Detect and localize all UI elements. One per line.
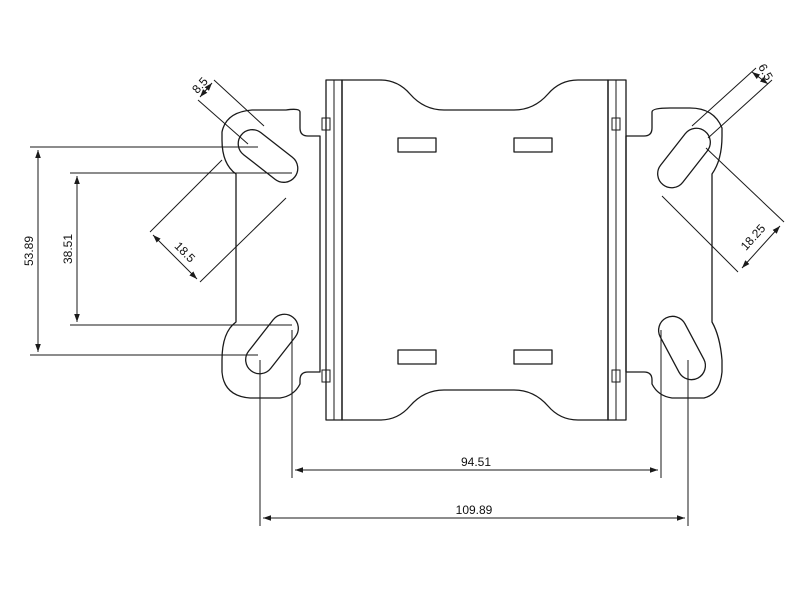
- dimension-left-slot-width: 8.5: [189, 74, 265, 145]
- right-top-slot: [657, 127, 711, 189]
- right-rail: [607, 79, 627, 421]
- center-plate: [321, 79, 627, 421]
- right-bracket-plate: [625, 107, 723, 399]
- dim-text-outer-horizontal: 109.89: [456, 503, 493, 517]
- right-bottom-slot: [657, 315, 707, 381]
- dim-text-inner-horizontal: 94.51: [461, 455, 491, 469]
- center-slot-bl: [397, 349, 437, 365]
- dim-text-right-slot-length: 18.25: [738, 221, 769, 253]
- dim-text-outer-vertical: 53.89: [22, 236, 36, 266]
- dimension-outer-horizontal: 109.89: [259, 360, 689, 526]
- dimension-right-slot-width: 6.5: [691, 61, 776, 139]
- dimension-outer-vertical: 53.89: [22, 146, 258, 356]
- center-slot-br: [513, 349, 553, 365]
- dimension-inner-horizontal: 94.51: [291, 330, 662, 478]
- dim-text-right-slot-width: 6.5: [755, 61, 776, 83]
- dim-text-left-slot-length: 18.5: [172, 239, 199, 266]
- dim-text-left-slot-width: 8.5: [189, 74, 211, 96]
- left-top-slot: [237, 129, 299, 183]
- center-slot-tl: [397, 137, 437, 153]
- left-bracket-plate: [221, 108, 321, 399]
- left-bottom-slot: [245, 313, 299, 375]
- dimension-inner-vertical: 38.51: [61, 172, 292, 326]
- dim-text-inner-vertical: 38.51: [61, 234, 75, 264]
- dimension-left-slot-length: 18.5: [149, 159, 287, 283]
- dimension-right-slot-length: 18.25: [661, 147, 785, 273]
- center-slot-tr: [513, 137, 553, 153]
